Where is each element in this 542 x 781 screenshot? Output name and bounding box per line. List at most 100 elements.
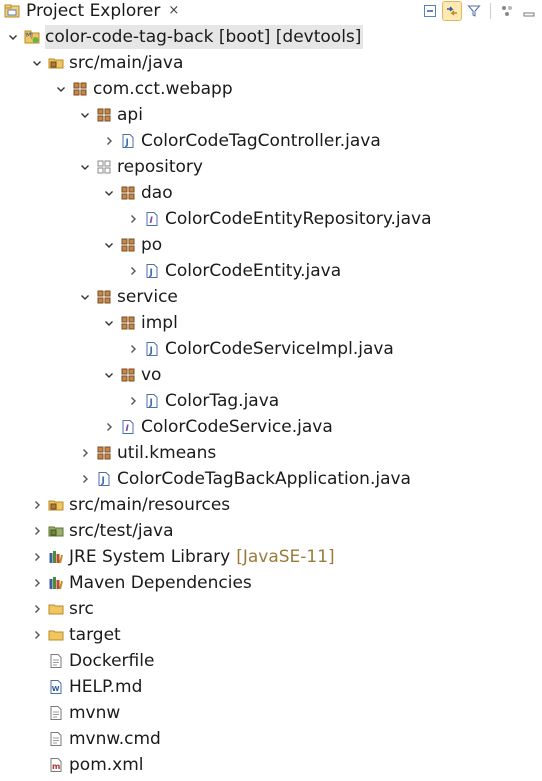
tree-item-label: Maven Dependencies [69,573,252,593]
minimize-icon[interactable] [520,2,538,20]
tree-item[interactable]: mvnw.cmd [0,726,542,752]
filter-icon[interactable] [465,2,483,20]
chevron-right-icon[interactable] [126,394,140,408]
svg-text:W: W [52,685,60,693]
source-folder-icon [48,497,64,513]
svg-text:J: J [125,138,129,148]
chevron-right-icon[interactable] [126,212,140,226]
chevron-down-icon[interactable] [78,290,92,304]
text-file-icon [48,653,64,669]
chevron-down-icon[interactable] [30,56,44,70]
chevron-down-icon[interactable] [102,186,116,200]
chevron-down-icon[interactable] [102,368,116,382]
tree-item-label: po [141,235,163,255]
tree-item[interactable]: dao [0,180,542,206]
folder-icon [48,627,64,643]
tree-item[interactable]: api [0,102,542,128]
tree-item-label: JRE System Library [69,547,231,567]
java-interface-file-icon: I [120,419,136,435]
maven-pom-icon: m [48,757,64,773]
tree-item-decoration: [JavaSE-11] [236,547,335,567]
chevron-down-icon[interactable] [78,160,92,174]
svg-text:MJ: MJ [26,32,33,39]
tree-item-label: mvnw.cmd [69,729,161,749]
text-file-icon [48,705,64,721]
package-icon [120,315,136,331]
view-menu-icon[interactable] [498,2,516,20]
source-folder-icon [48,55,64,71]
tree-item-label: com.cct.webapp [93,79,233,99]
tree-item[interactable]: Maven Dependencies [0,570,542,596]
tab-project-explorer[interactable]: Project Explorer × [0,0,185,22]
tree-item[interactable]: mvnw [0,700,542,726]
empty-package-icon [96,159,112,175]
java-file-icon: J [144,341,160,357]
tree-item[interactable]: src/main/resources [0,492,542,518]
package-icon [120,237,136,253]
collapse-all-icon[interactable] [421,2,439,20]
tree-item[interactable]: util.kmeans [0,440,542,466]
package-icon [96,107,112,123]
tree-item[interactable]: src [0,596,542,622]
tree-item[interactable]: src/test/java [0,518,542,544]
chevron-right-icon[interactable] [126,342,140,356]
close-icon[interactable]: × [168,3,180,18]
chevron-down-icon[interactable] [54,82,68,96]
tree-item[interactable]: Dockerfile [0,648,542,674]
chevron-right-icon[interactable] [30,550,44,564]
tree-item[interactable]: service [0,284,542,310]
tree-item-label: src/main/java [69,53,184,73]
chevron-right-icon[interactable] [30,498,44,512]
java-interface-file-icon: I [144,211,160,227]
tree-item[interactable]: repository [0,154,542,180]
chevron-right-icon[interactable] [102,134,116,148]
tree-item[interactable]: target [0,622,542,648]
tree-item-label: util.kmeans [117,443,217,463]
java-file-icon: J [144,263,160,279]
tree-item-label: impl [141,313,178,333]
library-icon [48,575,64,591]
tree-item[interactable]: src/main/java [0,50,542,76]
chevron-right-icon[interactable] [78,446,92,460]
tree-item[interactable]: vo [0,362,542,388]
chevron-down-icon[interactable] [78,108,92,122]
package-icon [72,81,88,97]
tree-item[interactable]: com.cct.webapp [0,76,542,102]
tree-item-label: Dockerfile [69,651,155,671]
chevron-right-icon[interactable] [30,576,44,590]
tree-item[interactable]: impl [0,310,542,336]
tree-item-label: mvnw [69,703,121,723]
svg-text:J: J [149,268,153,278]
chevron-right-icon[interactable] [30,628,44,642]
tree-item[interactable]: po [0,232,542,258]
svg-text:I: I [126,424,130,434]
chevron-down-icon[interactable] [102,238,116,252]
tree-item[interactable]: JRE System Library[JavaSE-11] [0,544,542,570]
chevron-down-icon[interactable] [102,316,116,330]
toolbar-separator [490,3,491,19]
package-icon [120,367,136,383]
chevron-down-icon[interactable] [6,30,20,44]
tree-item-label: src/test/java [69,521,174,541]
link-with-editor-icon[interactable] [442,1,462,21]
chevron-right-icon[interactable] [30,524,44,538]
markdown-file-icon: W [48,679,64,695]
chevron-right-icon[interactable] [102,420,116,434]
chevron-right-icon[interactable] [78,472,92,486]
svg-text:J: J [149,346,153,356]
chevron-right-icon[interactable] [126,264,140,278]
tree-item-label: service [117,287,178,307]
chevron-right-icon[interactable] [30,602,44,616]
